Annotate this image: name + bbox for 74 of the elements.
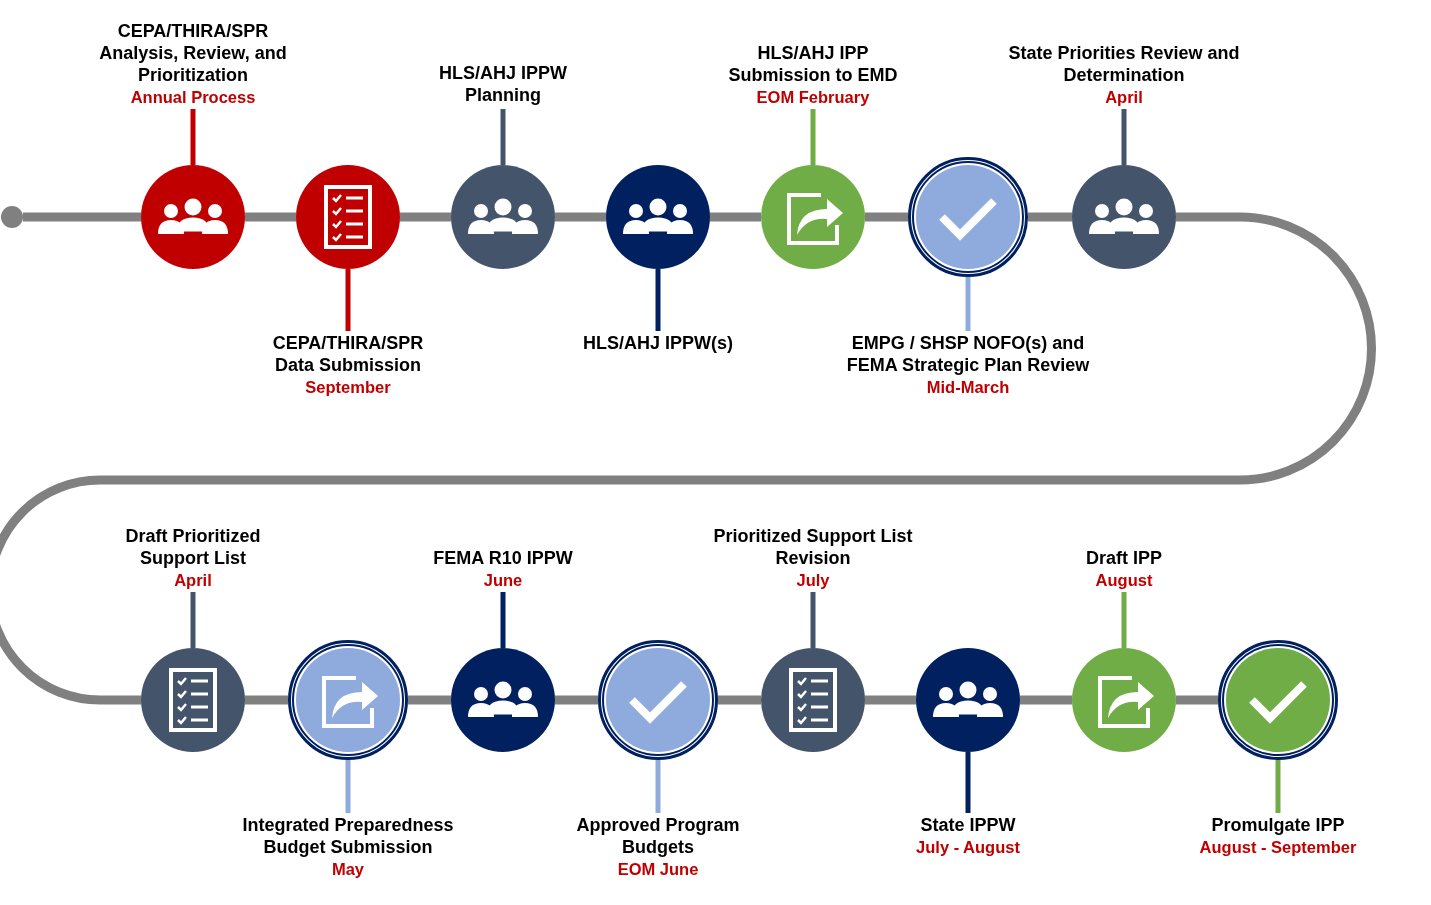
leader-line bbox=[1121, 109, 1127, 165]
leader-line bbox=[655, 269, 661, 331]
milestone-date: Annual Process bbox=[129, 86, 257, 107]
milestone-title: State Priorities Review and Determination bbox=[1007, 42, 1241, 87]
milestone-circle bbox=[1072, 165, 1176, 269]
milestone-date: April bbox=[173, 569, 213, 590]
milestone-date: June bbox=[482, 569, 524, 590]
leader-line bbox=[345, 269, 351, 331]
milestone-date: July bbox=[795, 569, 831, 590]
milestone-title: Integrated Preparedness Budget Submission bbox=[241, 815, 455, 859]
milestone-title: CEPA/THIRA/SPR Analysis, Review, and Prioritization bbox=[98, 21, 288, 87]
milestone-title: Draft Prioritized Support List bbox=[124, 525, 262, 570]
milestone-title: CEPA/THIRA/SPR Data Submission bbox=[271, 333, 425, 377]
track-line bbox=[245, 212, 296, 222]
milestone-date: EOM June bbox=[616, 858, 700, 880]
track-line bbox=[710, 212, 761, 222]
track-line bbox=[245, 695, 288, 705]
leader-line bbox=[810, 109, 816, 165]
milestone-date: September bbox=[304, 376, 392, 398]
milestone-circle bbox=[916, 648, 1020, 752]
milestone-date: April bbox=[1104, 86, 1144, 107]
milestone-circle bbox=[598, 640, 718, 760]
milestone-title: FEMA R10 IPPW bbox=[432, 547, 574, 570]
milestone-title: HLS/AHJ IPPW(s) bbox=[582, 333, 734, 355]
track-line bbox=[1176, 695, 1218, 705]
milestone-circle bbox=[141, 165, 245, 269]
track-line bbox=[0, 212, 1376, 705]
track-line bbox=[1028, 212, 1072, 222]
track-line bbox=[400, 212, 451, 222]
leader-line bbox=[190, 592, 196, 648]
leader-line bbox=[500, 109, 506, 165]
track-line bbox=[23, 212, 141, 222]
leader-line bbox=[965, 752, 971, 813]
milestone-circle bbox=[761, 165, 865, 269]
milestone-title: State IPPW bbox=[919, 815, 1017, 837]
leader-line bbox=[190, 109, 196, 165]
milestone-circle bbox=[288, 640, 408, 760]
milestone-title: Draft IPP bbox=[1085, 547, 1163, 570]
leader-line bbox=[655, 760, 661, 813]
milestone-circle bbox=[1218, 640, 1338, 760]
track-line bbox=[555, 212, 606, 222]
track-line bbox=[1020, 695, 1072, 705]
milestone-title: Promulgate IPP bbox=[1210, 815, 1346, 837]
track-line bbox=[718, 695, 761, 705]
leader-line bbox=[1275, 760, 1281, 813]
milestone-title: Approved Program Budgets bbox=[575, 815, 741, 859]
track-line bbox=[865, 212, 908, 222]
milestone-circle bbox=[606, 165, 710, 269]
milestone-circle bbox=[296, 165, 400, 269]
milestone-circle bbox=[908, 157, 1028, 277]
track-line bbox=[865, 695, 916, 705]
milestone-date: Mid-March bbox=[925, 376, 1011, 398]
start-dot bbox=[1, 206, 23, 228]
track-line bbox=[408, 695, 451, 705]
milestone-circle bbox=[141, 648, 245, 752]
leader-line bbox=[1121, 592, 1127, 648]
milestone-title: Prioritized Support List Revision bbox=[713, 525, 913, 570]
milestone-date: August bbox=[1094, 569, 1154, 590]
milestone-circle bbox=[451, 648, 555, 752]
milestone-title: HLS/AHJ IPPW Planning bbox=[438, 63, 568, 107]
leader-line bbox=[500, 592, 506, 648]
leader-line bbox=[345, 760, 351, 813]
milestone-date: May bbox=[330, 858, 366, 880]
track-line bbox=[555, 695, 598, 705]
milestone-circle bbox=[761, 648, 865, 752]
milestone-date: August - September bbox=[1198, 836, 1358, 858]
milestone-circle bbox=[1072, 648, 1176, 752]
milestone-title: EMPG / SHSP NOFO(s) and FEMA Strategic Plan Review bbox=[845, 333, 1091, 377]
leader-line bbox=[965, 277, 971, 331]
milestone-circle bbox=[451, 165, 555, 269]
milestone-date: July - August bbox=[915, 836, 1021, 858]
leader-line bbox=[810, 592, 816, 648]
milestone-title: HLS/AHJ IPP Submission to EMD bbox=[727, 42, 899, 87]
milestone-date: EOM February bbox=[755, 86, 871, 107]
